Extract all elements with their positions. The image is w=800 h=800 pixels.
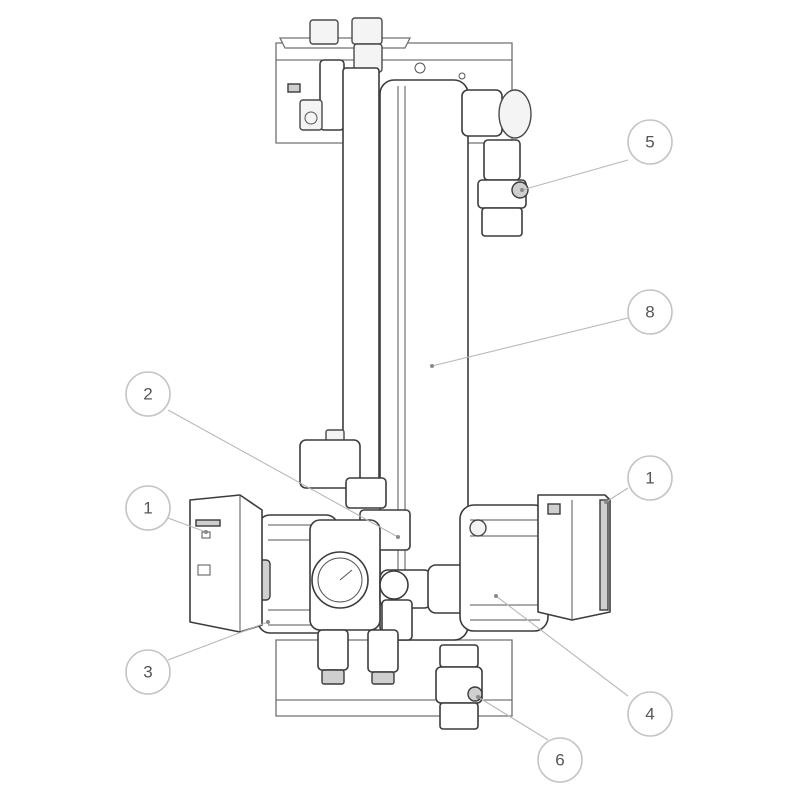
callout-1-right: 1 [627,455,673,501]
callout-8: 8 [627,289,673,335]
callout-1-right-label: 1 [645,469,654,488]
top-pipe-fittings [287,17,383,131]
callout-1-left: 1 [125,485,171,531]
callout-5: 5 [627,119,673,165]
callout-2-label: 2 [143,385,152,404]
left-actuator [189,494,263,633]
hydraulic-separator [342,67,469,641]
lower-ball-valve [435,644,483,730]
callout-6: 6 [537,737,583,783]
right-actuator [537,494,611,621]
callout-6-label: 6 [555,751,564,770]
callout-4-label: 4 [645,705,654,724]
callout-8-label: 8 [645,303,654,322]
leader-lines [167,159,629,741]
callout-5-label: 5 [645,133,654,152]
pressure-gauge [311,551,369,609]
callout-4: 4 [627,691,673,737]
bottom-fittings [317,629,399,685]
callout-1-left-label: 1 [143,499,152,518]
callout-3-label: 3 [143,663,152,682]
callout-3: 3 [125,649,171,695]
callout-2: 2 [125,371,171,417]
upper-right-valve [461,89,532,237]
